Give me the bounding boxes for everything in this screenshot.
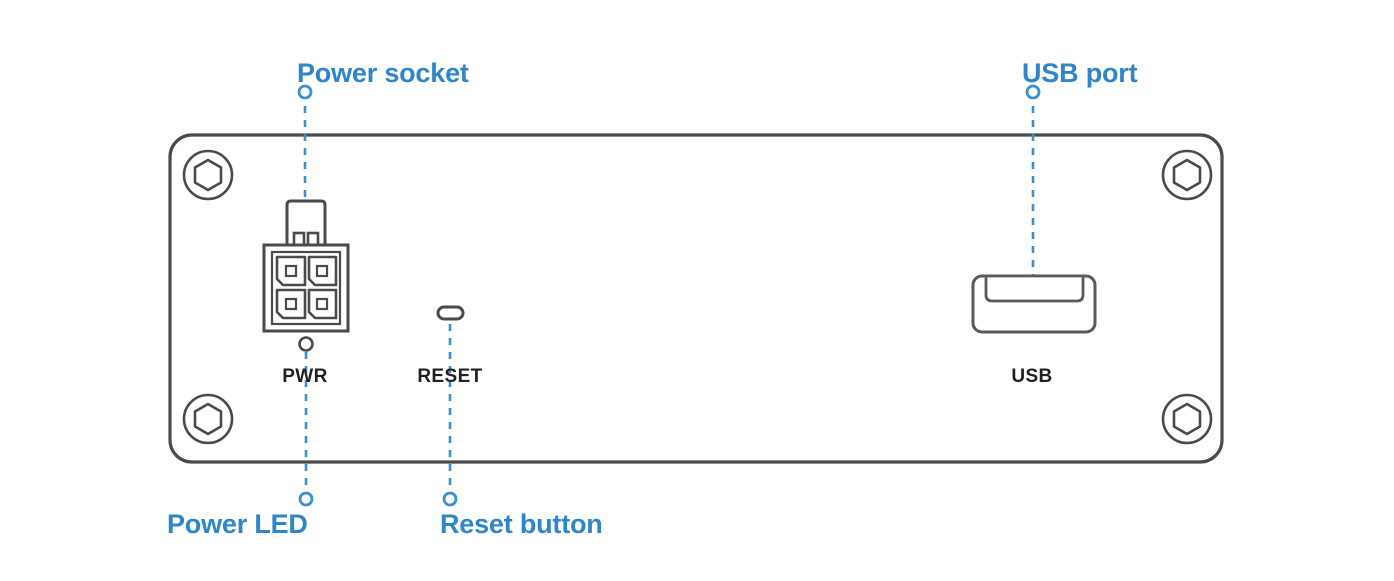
callout-anchor-power-led: [298, 491, 314, 507]
panel-outline: [168, 133, 1224, 464]
usb-port-inner-tab: [984, 274, 1085, 303]
screw-bottom-left: [182, 393, 234, 445]
callout-anchor-power-socket: [297, 84, 313, 100]
connector-pin-1-contact: [284, 264, 298, 278]
connector-pin-2-contact: [315, 264, 329, 278]
callout-label-usb-port: USB port: [1022, 58, 1138, 88]
callout-anchors: [297, 84, 1041, 507]
panel-enclosure: [168, 133, 1224, 464]
hex-socket-icon: [1172, 158, 1202, 192]
panel-label-reset: RESET: [417, 366, 482, 387]
callout-label-power-led: Power LED: [167, 509, 308, 539]
panel-label-pwr: PWR: [282, 366, 328, 387]
hex-socket-icon: [193, 402, 223, 436]
callout-anchor-usb-port: [1025, 84, 1041, 100]
power-socket-connector[interactable]: [262, 199, 350, 333]
callout-label-power-socket: Power socket: [297, 58, 469, 88]
callout-anchor-reset-button: [442, 491, 458, 507]
screw-top-right: [1161, 149, 1213, 201]
power-led-circle: [298, 336, 314, 352]
usb-port[interactable]: [971, 274, 1097, 334]
connector-pin-3-contact: [284, 297, 298, 311]
reset-button[interactable]: [436, 305, 465, 321]
connector-pin-4-contact: [315, 297, 329, 311]
callout-label-reset-button: Reset button: [440, 509, 603, 539]
screw-top-left: [182, 149, 234, 201]
reset-button-pill: [436, 305, 465, 321]
panel-label-usb: USB: [1011, 366, 1052, 387]
hex-socket-icon: [193, 158, 223, 192]
power-led-indicator: [298, 336, 314, 352]
screw-bottom-right: [1161, 393, 1213, 445]
hex-socket-icon: [1172, 402, 1202, 436]
